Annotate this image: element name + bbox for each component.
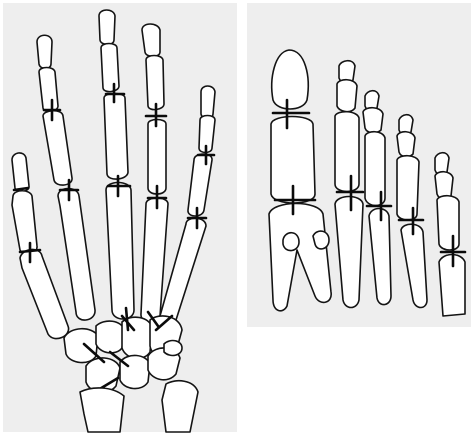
ring-proximal-phalanx xyxy=(148,120,166,195)
thumb-distal-phalanx xyxy=(12,153,29,192)
sesamoid-lateral xyxy=(313,231,329,249)
index-distal-phalanx xyxy=(37,35,52,68)
toe5-middle-phalanx xyxy=(435,172,453,199)
hallux-distal-phalanx xyxy=(272,50,308,109)
hand-diagram xyxy=(0,0,240,435)
lunate xyxy=(120,355,150,388)
little-distal-phalanx xyxy=(201,86,215,119)
toe5-proximal-phalanx xyxy=(437,196,459,250)
toe4-proximal-phalanx xyxy=(397,156,419,220)
toe3-middle-phalanx xyxy=(363,108,383,133)
ring-distal-phalanx xyxy=(142,24,160,57)
toe4-middle-phalanx xyxy=(397,132,415,157)
ring-middle-phalanx xyxy=(146,56,164,110)
middle-middle-phalanx xyxy=(101,44,119,92)
middle-proximal-phalanx xyxy=(104,94,128,180)
middle-distal-phalanx xyxy=(99,10,115,45)
radius xyxy=(80,388,124,432)
trapezoid xyxy=(96,321,124,353)
foot-skeleton-icon xyxy=(245,0,474,330)
hand-skeleton-icon xyxy=(0,0,240,435)
sesamoid-medial xyxy=(283,233,299,251)
foot-diagram xyxy=(245,0,474,330)
toe2-proximal-phalanx xyxy=(335,112,359,192)
toe2-middle-phalanx xyxy=(337,80,357,112)
pisiform xyxy=(164,341,182,356)
trapezium xyxy=(64,329,98,363)
